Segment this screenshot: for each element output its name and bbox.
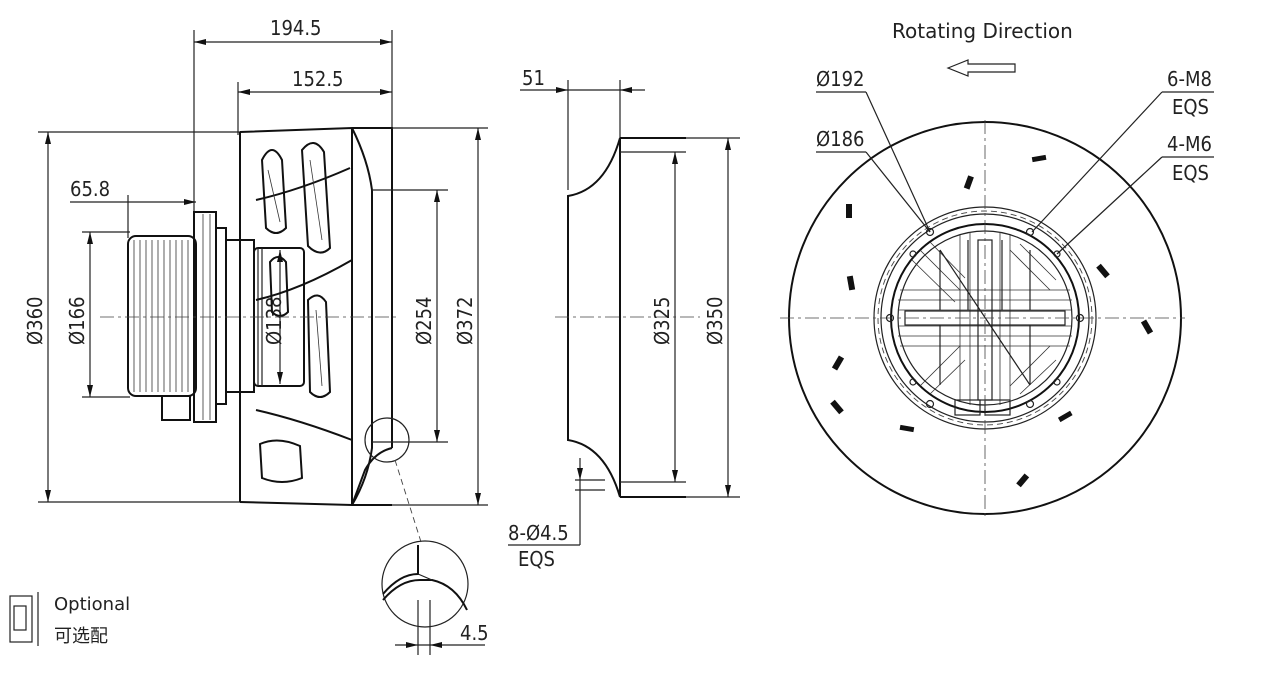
dim-impeller-diameter: Ø372 bbox=[453, 297, 477, 346]
dim-impeller-depth: 152.5 bbox=[292, 67, 344, 91]
nozzle-hole-eqs: EQS bbox=[518, 547, 555, 571]
dim-total-depth: 194.5 bbox=[270, 16, 322, 40]
dim-motor-offset: 65.8 bbox=[70, 177, 110, 201]
rotation-label: Rotating Direction bbox=[892, 19, 1073, 43]
nozzle-view: 51 Ø325 Ø350 8-Ø4.5 EQS bbox=[508, 66, 740, 571]
front-dim-pcd-inner: Ø186 bbox=[816, 127, 865, 151]
front-thread-m8-eqs: EQS bbox=[1172, 95, 1209, 119]
detail-dim: 4.5 bbox=[460, 621, 489, 645]
optional-label-cn: 可选配 bbox=[54, 626, 108, 647]
front-view: Rotating Direction bbox=[780, 19, 1214, 520]
front-dim-pcd-outer: Ø192 bbox=[816, 67, 865, 91]
dim-outer-diameter: Ø360 bbox=[23, 297, 47, 346]
dim-inlet-diameter: Ø254 bbox=[412, 297, 436, 346]
dim-hub-diameter: Ø138 bbox=[262, 297, 286, 346]
nozzle-dim-depth: 51 bbox=[522, 66, 545, 90]
detail-view: 4.5 bbox=[381, 540, 489, 655]
dim-motor-diameter: Ø166 bbox=[65, 297, 89, 346]
side-view: 194.5 152.5 65.8 Ø360 Ø166 bbox=[23, 16, 488, 546]
nozzle-dim-outer: Ø350 bbox=[703, 297, 727, 346]
optional-legend: Optional 可选配 bbox=[9, 592, 130, 647]
optional-symbol-icon bbox=[9, 592, 39, 646]
rotation-arrow-icon bbox=[946, 59, 1016, 77]
front-thread-m6-eqs: EQS bbox=[1172, 161, 1209, 185]
front-thread-m6: 4-M6 bbox=[1167, 132, 1212, 156]
nozzle-hole-spec: 8-Ø4.5 bbox=[508, 521, 569, 545]
optional-label-en: Optional bbox=[54, 594, 130, 615]
front-thread-m8: 6-M8 bbox=[1167, 67, 1212, 91]
nozzle-dim-inner: Ø325 bbox=[650, 297, 674, 346]
